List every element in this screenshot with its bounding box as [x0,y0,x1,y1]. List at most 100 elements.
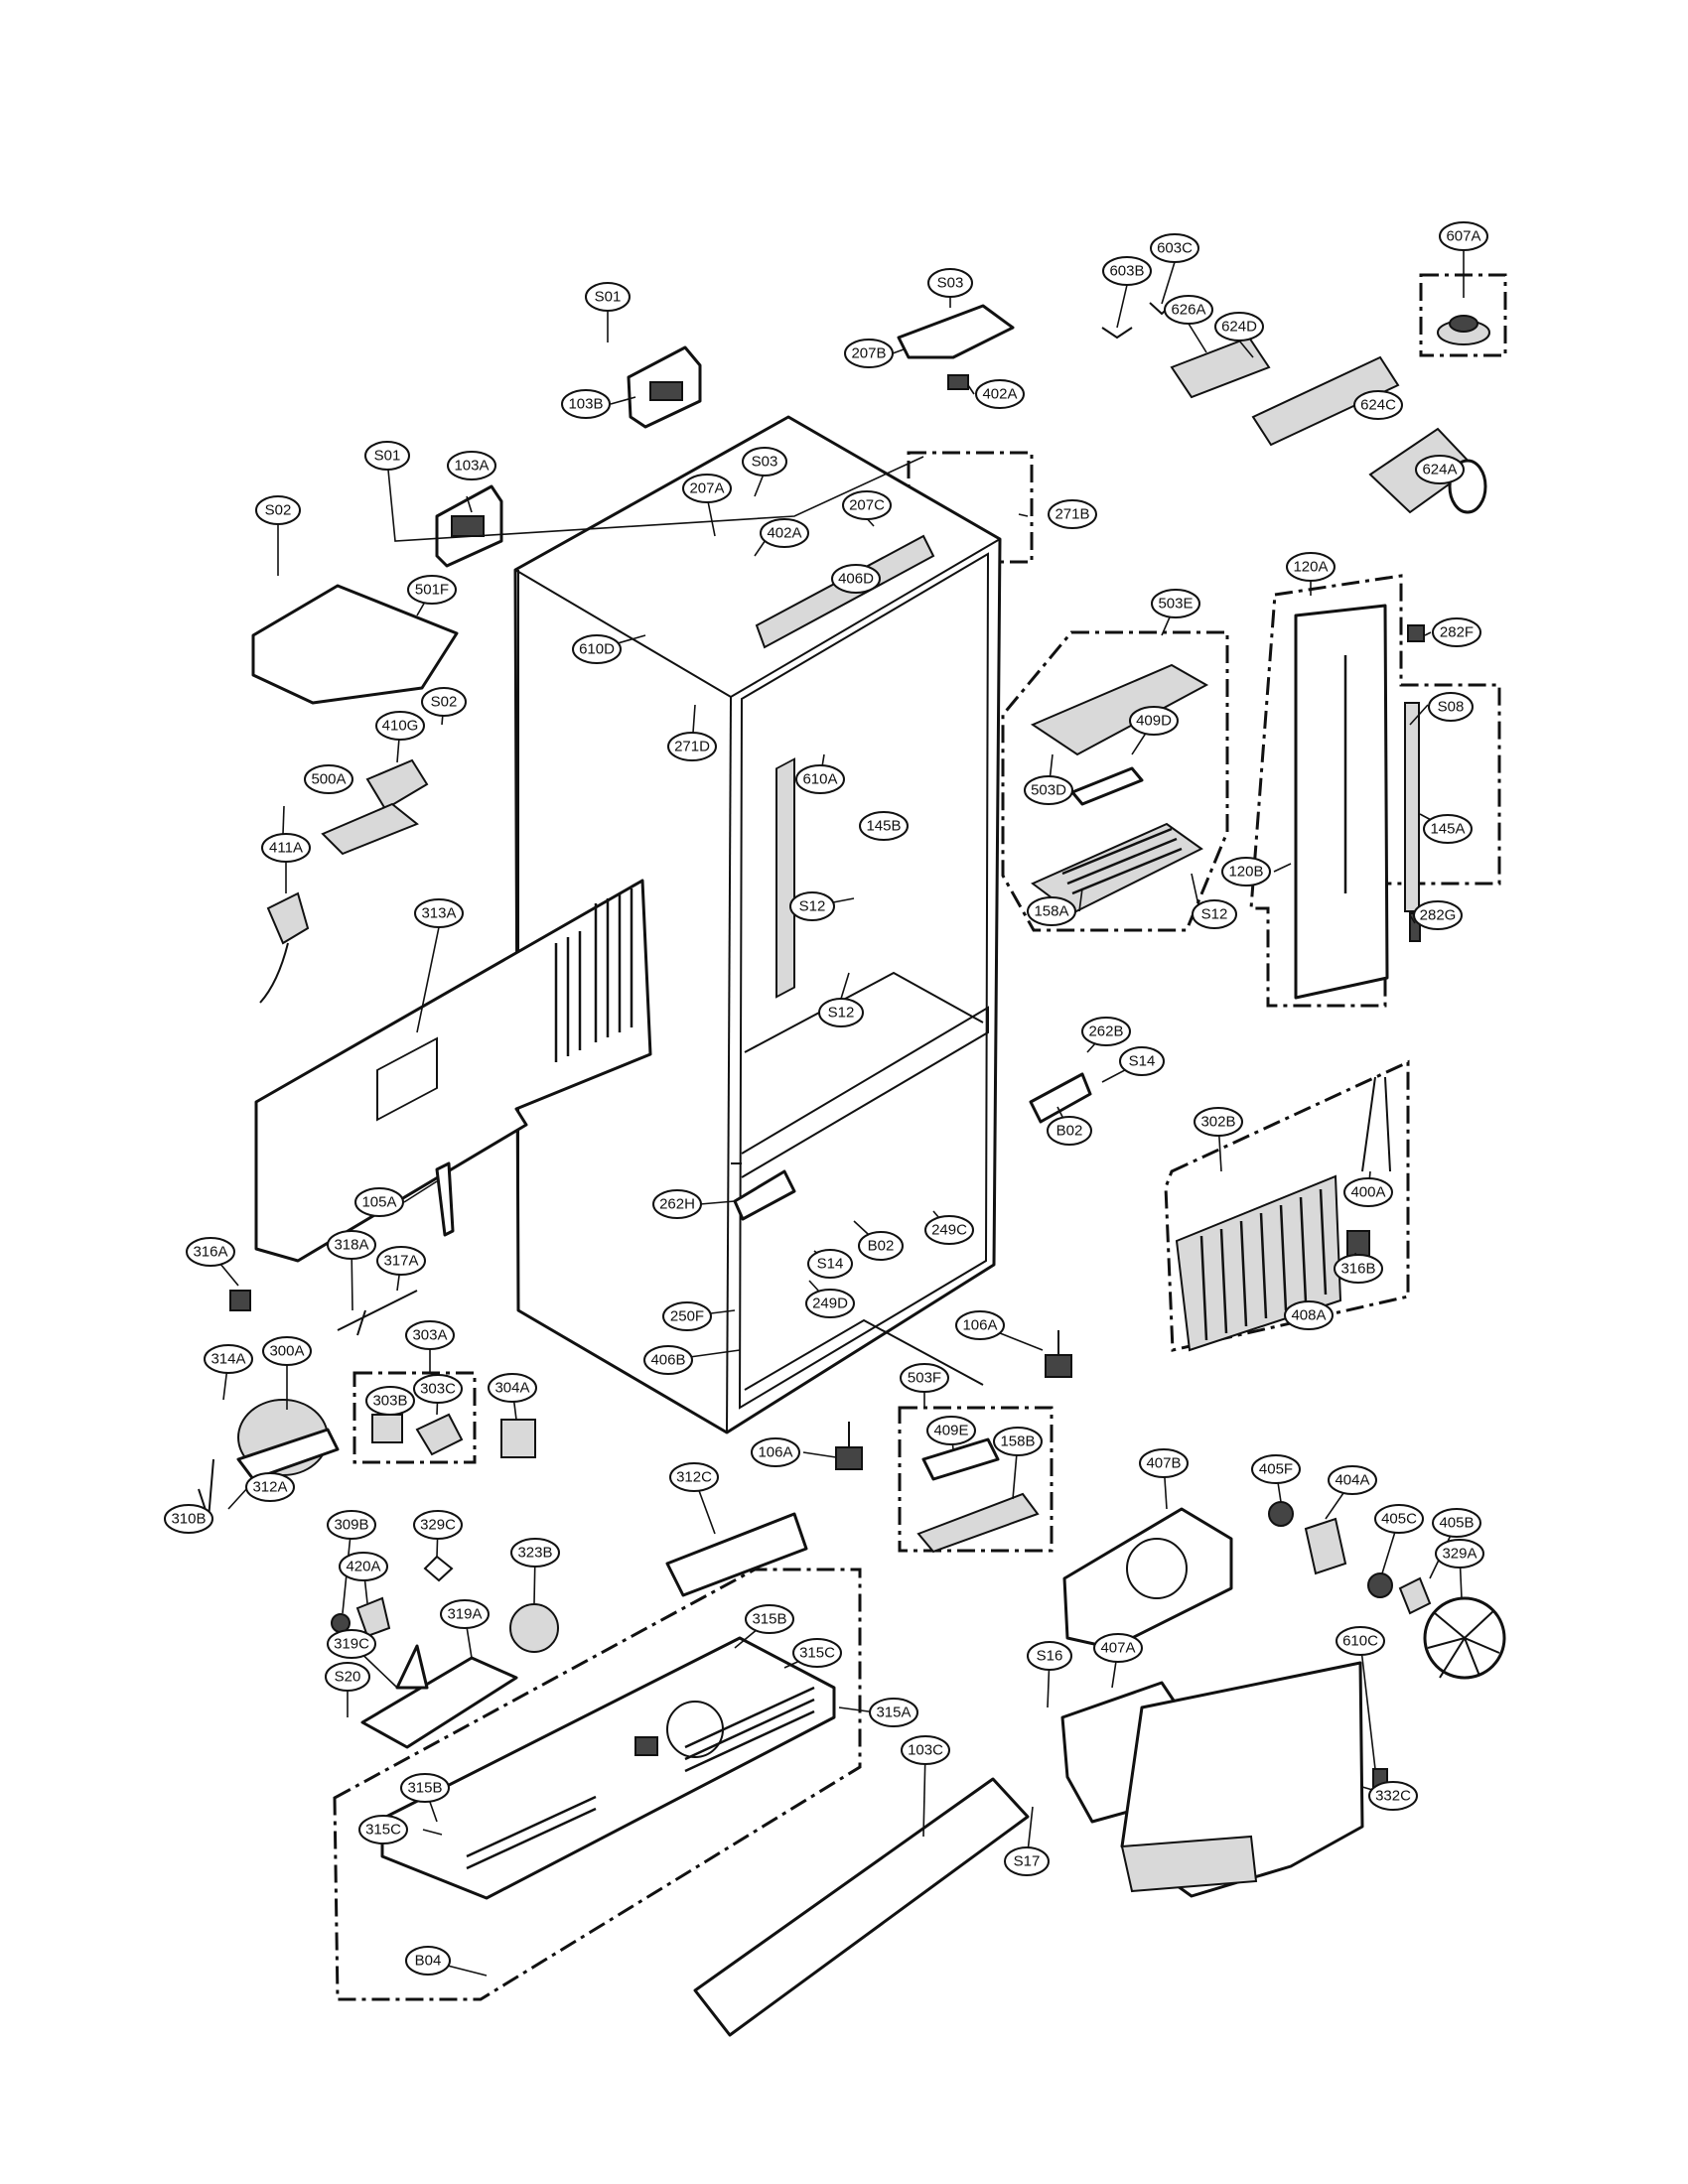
callout-309B: 309B [327,1510,376,1540]
callout-310B: 310B [164,1504,213,1534]
callout-S16: S16 [1027,1641,1072,1671]
part-303B [371,1414,403,1443]
callout-label: S12 [1201,906,1228,923]
callout-label: 405B [1439,1515,1474,1532]
callout-405C: 405C [1374,1504,1424,1534]
callout-label: S02 [431,694,458,711]
part-106A [835,1422,863,1470]
callout-label: 207A [689,480,724,497]
callout-323B: 323B [510,1538,560,1568]
callout-label: B02 [1056,1123,1083,1140]
callout-label: 315A [876,1705,911,1721]
callout-145B: 145B [859,811,909,841]
callout-316A: 316A [186,1237,235,1267]
callout-402A-top: 402A [975,379,1025,409]
callout-S14: S14 [807,1249,853,1279]
callout-302B: 302B [1194,1107,1243,1137]
part-282F [1407,624,1425,642]
callout-label: 304A [494,1380,529,1397]
part-drawings [198,302,1506,2037]
callout-label: 318A [334,1237,368,1254]
callout-label: 207C [849,497,885,514]
callout-319C: 319C [327,1629,376,1659]
part-207B [897,304,1015,359]
callout-B02-right: B02 [1047,1116,1092,1146]
callout-105A: 105A [354,1187,404,1217]
callout-404A: 404A [1328,1465,1377,1495]
callout-label: S01 [595,289,622,306]
callout-label: 503E [1158,596,1193,613]
callout-label: S03 [937,275,964,292]
callout-label: 316A [193,1244,227,1261]
callout-207B: 207B [844,339,894,368]
callout-315C-top: 315C [792,1638,842,1668]
callout-label: 105A [361,1194,396,1211]
part-405B [1398,1576,1432,1615]
part-411A [266,891,310,945]
part-323B [509,1603,559,1653]
callout-label: 402A [982,386,1017,403]
callout-label: 500A [311,771,346,788]
callout-312A: 312A [245,1472,295,1502]
callout-316B: 316B [1334,1254,1383,1284]
callout-282F: 282F [1432,617,1481,647]
callout-603B: 603B [1102,256,1152,286]
callout-329C: 329C [413,1510,463,1540]
callout-624D: 624D [1214,312,1264,341]
part-106A-right [1045,1330,1072,1378]
callout-label: 158B [1000,1433,1035,1450]
part-405C [1367,1572,1393,1598]
group-box-303A [352,1371,477,1464]
callout-label: 410G [382,718,419,735]
part-404A [1304,1517,1347,1575]
upper-shelf-floor [744,971,984,1053]
callout-405B: 405B [1432,1508,1481,1538]
callout-158B: 158B [993,1427,1043,1456]
callout-label: S02 [265,502,292,519]
callout-label: 503F [908,1370,941,1387]
callout-503F: 503F [900,1363,949,1393]
part-626A [1170,336,1271,399]
callout-303A: 303A [405,1320,455,1350]
part-304A [500,1419,536,1458]
callout-S03: S03 [742,447,787,477]
part-316A [229,1290,251,1311]
callout-B02: B02 [858,1231,904,1261]
callout-label: 314A [211,1351,245,1368]
callout-label: S16 [1037,1648,1063,1665]
part-103C [693,1777,1030,2037]
callout-106A: 106A [751,1437,800,1467]
part-105A [435,1161,455,1237]
callout-label: 503D [1031,782,1066,799]
callout-label: 315B [407,1780,442,1797]
lower-bin-floor [744,1318,984,1391]
part-318A-317A [337,1290,418,1336]
callout-407A: 407A [1093,1633,1143,1663]
callout-303C: 303C [413,1374,463,1404]
callout-label: 607A [1446,228,1480,245]
cabinet-divider-top [741,1006,989,1178]
part-312C [665,1512,808,1597]
callout-label: 303B [372,1393,407,1410]
callout-503D: 503D [1024,775,1073,805]
callout-S03-top: S03 [927,268,973,298]
group-box-503E [1001,630,1229,932]
part-409D [1070,766,1144,806]
callout-label: 262B [1088,1024,1123,1040]
callout-label: 158A [1034,903,1068,920]
callout-label: 106A [758,1444,792,1461]
callout-label: 329A [1442,1546,1477,1563]
part-303C [415,1413,464,1456]
callout-624C: 624C [1353,390,1403,420]
callout-120A: 120A [1286,552,1336,582]
callout-262H: 262H [652,1189,702,1219]
callout-label: 145A [1430,821,1465,838]
callout-250F: 250F [662,1301,712,1331]
callout-label: 302B [1200,1114,1235,1131]
callout-249D: 249D [805,1289,855,1318]
callout-label: 407A [1100,1640,1135,1657]
callout-409D: 409D [1129,706,1179,736]
part-400A [1361,1076,1391,1172]
part-402A-top [947,374,969,390]
callout-314A: 314A [204,1344,253,1374]
